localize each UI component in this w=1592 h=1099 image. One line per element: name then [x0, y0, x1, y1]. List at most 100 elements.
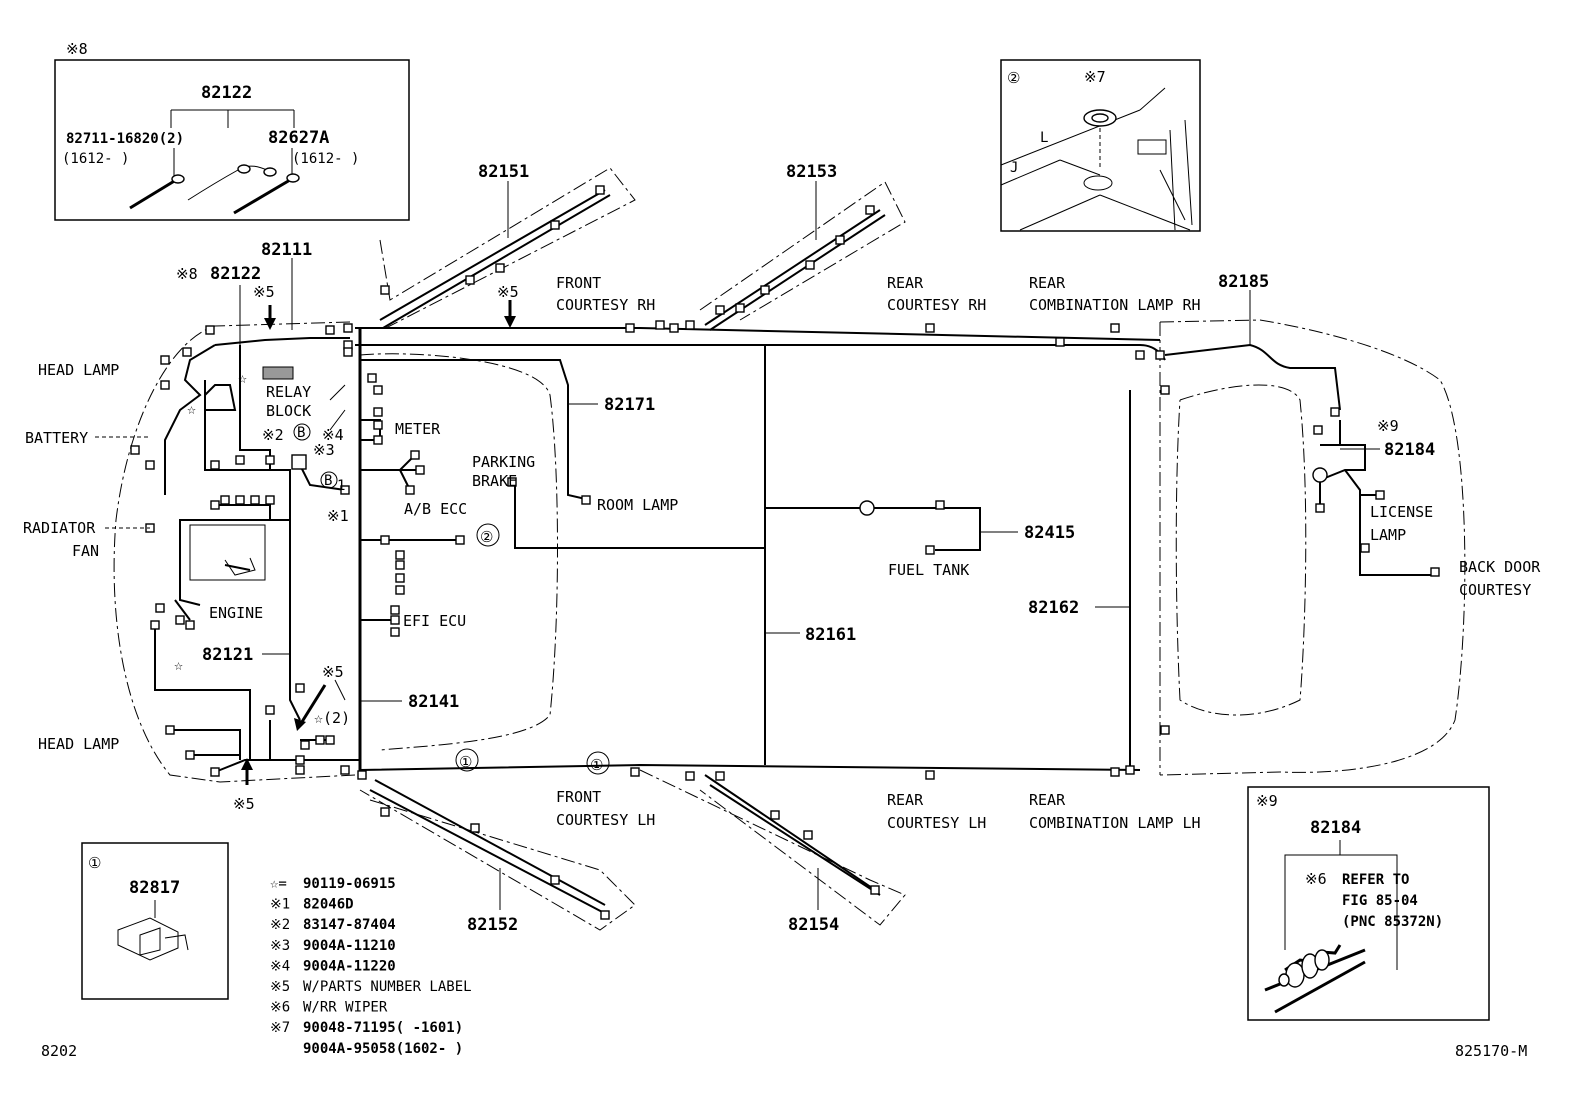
part-82122-inset: 82122 [201, 83, 252, 103]
connector-plug [455, 535, 465, 545]
inset-mark-9: ※9 [1256, 792, 1278, 810]
connector-plug [1110, 767, 1120, 777]
label-ab-ecc: A/B ECC [404, 500, 467, 518]
part-82141: 82141 [408, 692, 459, 712]
leader-lines [170, 109, 295, 128]
label-front-courtesy-lh-1: FRONT [556, 788, 601, 806]
connector-plug [395, 573, 405, 583]
label-radiator: RADIATOR [23, 519, 96, 537]
footer-figure-code: 825170-M [1455, 1042, 1527, 1060]
mark-5-a: ※5 [253, 283, 275, 301]
connector-plug [175, 615, 185, 625]
label-head-lamp-top: HEAD LAMP [38, 361, 119, 379]
b-circle-mark [293, 423, 311, 441]
inset-mark-7: ※7 [1084, 68, 1106, 86]
terminal-wire-drawing [187, 165, 273, 201]
connector-plug [130, 445, 140, 455]
legend-text: 82046D [303, 897, 354, 913]
label-block: BLOCK [266, 402, 311, 420]
inset-mark-8: ※8 [66, 40, 88, 58]
star-2: ☆(2) [314, 709, 350, 727]
connector-plug [300, 740, 310, 750]
legend-text: 9004A-11220 [303, 958, 396, 974]
legend-text: 90119-06915 [303, 876, 396, 892]
inset-grommet-detail: ② ※7 L J [1000, 59, 1201, 232]
legend-mark: ※5 [270, 979, 290, 995]
connector-plug [373, 385, 383, 395]
circle-1-marker-b [586, 751, 610, 775]
mark-2: ※2 [262, 426, 284, 444]
part-82162: 82162 [1028, 598, 1079, 618]
mark-9: ※9 [1377, 417, 1399, 435]
connector-plug [265, 705, 275, 715]
mark-5-c: ※5 [322, 663, 344, 681]
legend-text: 83147-87404 [303, 917, 396, 933]
label-rear-courtesy-lh-1: REAR [887, 791, 924, 809]
label-rear-courtesy-lh-2: COURTESY LH [887, 814, 986, 832]
label-rear-comb-rh-2: COMBINATION LAMP RH [1029, 296, 1201, 314]
connector-plug [669, 323, 679, 333]
connector-plug [380, 285, 390, 295]
connector-plug [405, 485, 415, 495]
connector-plug [1110, 323, 1120, 333]
legend-mark: ※4 [270, 958, 290, 974]
terminal-drawing [233, 178, 291, 215]
legend-mark: ※6 [270, 1000, 290, 1016]
part-82111: 82111 [261, 240, 312, 260]
connector-plug [1155, 350, 1165, 360]
circle-1-text: ① [459, 753, 472, 771]
connector-plug [395, 550, 405, 560]
label-front-courtesy-lh-2: COURTESY LH [556, 811, 655, 829]
label-brake: BRAKE [472, 472, 517, 490]
star-relay: ☆ [238, 369, 247, 387]
legend-mark: ☆= [270, 876, 287, 892]
connector-plug [160, 380, 170, 390]
inset-mark-6: ※6 [1305, 870, 1327, 888]
connector-plug [210, 460, 220, 470]
connector-plug [415, 465, 425, 475]
connector-plug [165, 725, 175, 735]
svg-text:J: J [1010, 160, 1018, 176]
connector-plug [470, 823, 480, 833]
label-fan: FAN [72, 542, 99, 560]
legend-mark: ※3 [270, 938, 290, 954]
label-meter: METER [395, 420, 441, 438]
part-82184: 82184 [1384, 440, 1435, 460]
connector-plug [220, 495, 230, 505]
connector-plug [235, 455, 245, 465]
connector-plug [390, 627, 400, 637]
part-82711-date: (1612- ) [62, 151, 129, 167]
mark-4: ※4 [322, 426, 344, 444]
inset-frame [54, 59, 410, 221]
legend-text: W/PARTS NUMBER LABEL [303, 979, 472, 995]
connector-plug [465, 275, 475, 285]
part-82415: 82415 [1024, 523, 1075, 543]
harness-wires [154, 189, 1435, 916]
connector-plug [925, 770, 935, 780]
connectors [130, 185, 1440, 920]
connector-plug [390, 605, 400, 615]
connector-plug [210, 767, 220, 777]
connector-plug [340, 485, 350, 495]
circle-2-marker [476, 523, 500, 547]
label-back-door-2: COURTESY [1459, 581, 1531, 599]
connector-plug [145, 460, 155, 470]
engine-outline [189, 524, 266, 581]
connector-plug [1360, 543, 1370, 553]
connector-plug [735, 303, 745, 313]
connector-plug [182, 347, 192, 357]
connector-plug [1160, 725, 1170, 735]
b1-sub: 1 [337, 478, 345, 494]
leader-lines-main [95, 181, 1380, 910]
connector-plug [373, 420, 383, 430]
connector-plug [805, 260, 815, 270]
label-license-1: LICENSE [1370, 503, 1433, 521]
mark-8: ※8 [176, 265, 198, 283]
mark-5-b: ※5 [497, 283, 519, 301]
connector-plug [373, 435, 383, 445]
mark-3: ※3 [313, 441, 335, 459]
connector-plug [160, 355, 170, 365]
mark-5-d: ※5 [233, 795, 255, 813]
